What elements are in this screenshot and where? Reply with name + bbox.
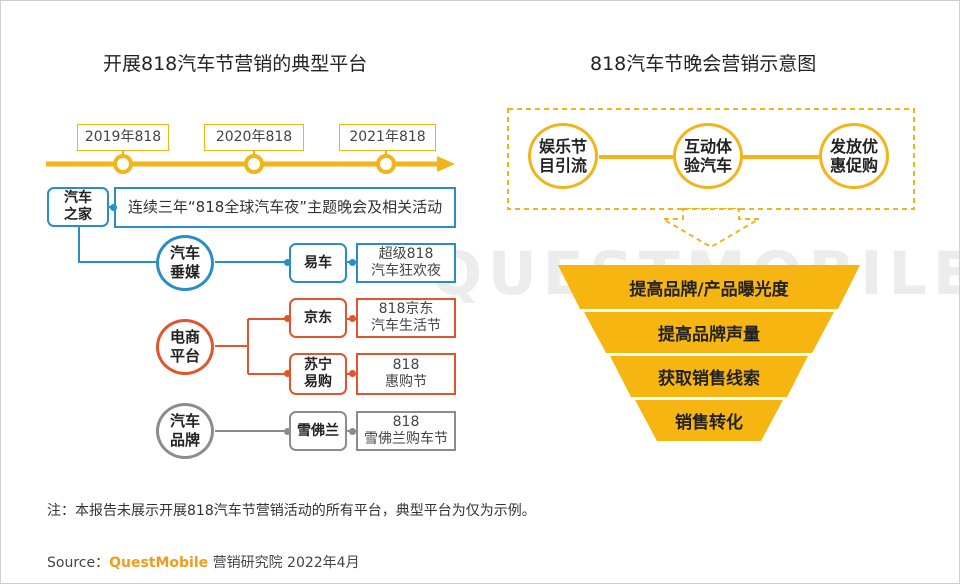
jd-dot-right — [349, 315, 356, 322]
jd-event-box: 818京东 汽车生活节 — [356, 298, 456, 338]
yiche-dot-right — [349, 259, 356, 266]
funnel-band-1 — [558, 265, 860, 309]
chevrolet-event-box: 818 雪佛兰购车节 — [356, 411, 456, 451]
funnel-label-conversion: 销售转化 — [675, 413, 743, 433]
year-box-2020: 2020年818 — [204, 124, 304, 151]
suning-dot-left — [284, 370, 291, 377]
footnote: 注：本报告未展示开展818汽车节营销活动的所有平台，典型平台为仅为示例。 — [47, 503, 536, 519]
yiche-box: 易车 — [289, 243, 347, 283]
yiche-dot-left — [284, 259, 291, 266]
activity-circle-discount: 发放优 惠促购 — [819, 123, 889, 189]
ecommerce-circle: 电商 平台 — [156, 319, 214, 375]
source-brand: QuestMobile — [109, 555, 209, 571]
autohome-event-box: 连续三年“818全球汽车夜”主题晚会及相关活动 — [114, 187, 456, 228]
chevrolet-dot-left — [284, 428, 291, 435]
left-panel-title: 开展818汽车节营销的典型平台 — [103, 53, 368, 75]
jd-dot-left — [284, 315, 291, 322]
funnel-band-4 — [635, 400, 783, 441]
chevrolet-dot-right — [349, 428, 356, 435]
suning-event-box: 818 惠购节 — [356, 353, 456, 395]
timeline-node-2021 — [376, 154, 396, 174]
autohome-box: 汽车 之家 — [47, 187, 109, 227]
autohome-event-dot — [110, 204, 117, 211]
jd-box: 京东 — [289, 298, 347, 338]
suning-box: 苏宁 易购 — [289, 353, 347, 395]
autohome-media-link — [78, 227, 157, 263]
source-line: Source：QuestMobile 营销研究院 2022年4月 — [47, 552, 360, 572]
funnel-band-2 — [584, 312, 834, 353]
activity-circle-entertainment: 娱乐节 目引流 — [528, 123, 598, 189]
yiche-event-box: 超级818 汽车狂欢夜 — [356, 243, 456, 283]
suning-dot-right — [349, 370, 356, 377]
source-prefix: Source： — [47, 555, 110, 571]
auto-media-circle: 汽车 垂媒 — [156, 235, 214, 291]
timeline-node-2020 — [244, 154, 264, 174]
funnel-band-3 — [610, 356, 808, 397]
funnel-label-leads: 获取销售线索 — [658, 369, 760, 389]
source-suffix: 营销研究院 2022年4月 — [208, 555, 360, 571]
timeline-arrow — [437, 156, 455, 172]
activity-circle-experience: 互动体 验汽车 — [673, 123, 743, 189]
year-box-2021: 2021年818 — [339, 124, 436, 151]
funnel-label-voice: 提高品牌声量 — [658, 325, 760, 345]
timeline-node-2019 — [113, 154, 133, 174]
marketing-activities-frame — [507, 108, 915, 210]
funnel-label-exposure: 提高品牌/产品曝光度 — [629, 279, 789, 300]
year-box-2019: 2019年818 — [77, 124, 169, 151]
chevrolet-box: 雪佛兰 — [289, 411, 347, 451]
auto-brand-circle: 汽车 品牌 — [156, 403, 214, 459]
flow-down-arrow — [659, 208, 763, 249]
right-panel-title: 818汽车节晚会营销示意图 — [590, 53, 817, 75]
